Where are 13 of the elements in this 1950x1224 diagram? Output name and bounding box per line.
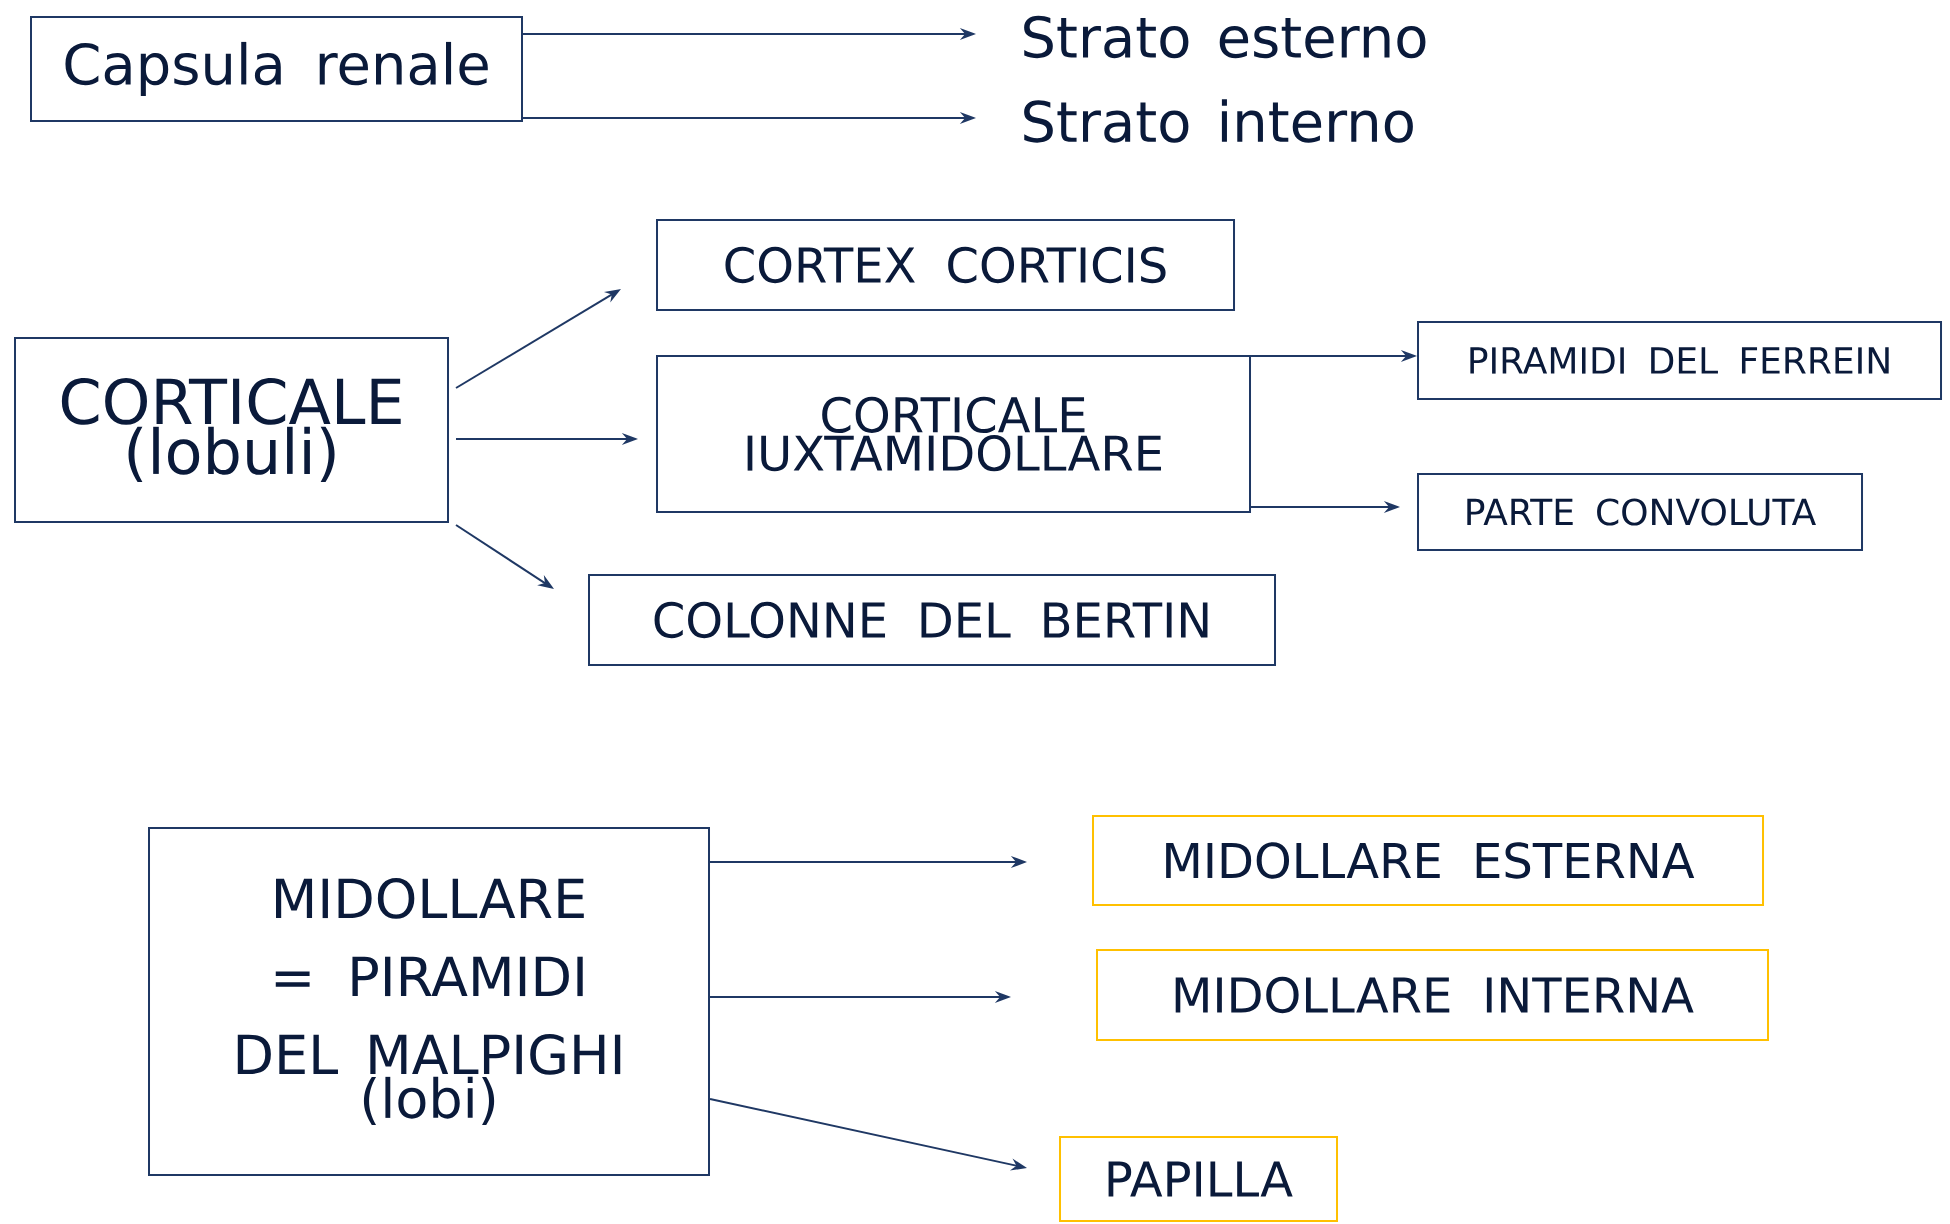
label-box: MIDOLLARE ESTERNA: [1092, 815, 1764, 906]
layer-label: Strato interno: [1024, 99, 1413, 143]
label-box: CORTEX CORTICIS: [656, 219, 1235, 311]
label-box: MIDOLLARE INTERNA: [1096, 949, 1769, 1041]
label-box: CORTICALE IUXTAMIDOLLARE: [656, 355, 1251, 513]
label-box: MIDOLLARE = PIRAMIDI DEL MALPIGHI (lobi): [148, 827, 710, 1176]
label-box: PAPILLA: [1059, 1136, 1338, 1222]
label-box: PARTE CONVOLUTA: [1417, 473, 1863, 551]
label-box: CORTICALE (lobuli): [14, 337, 449, 523]
label-box: PIRAMIDI DEL FERREIN: [1417, 321, 1942, 400]
label-box: Capsula renale: [30, 16, 523, 122]
label-box: COLONNE DEL BERTIN: [588, 574, 1276, 666]
layer-label: Strato esterno: [1024, 15, 1426, 59]
